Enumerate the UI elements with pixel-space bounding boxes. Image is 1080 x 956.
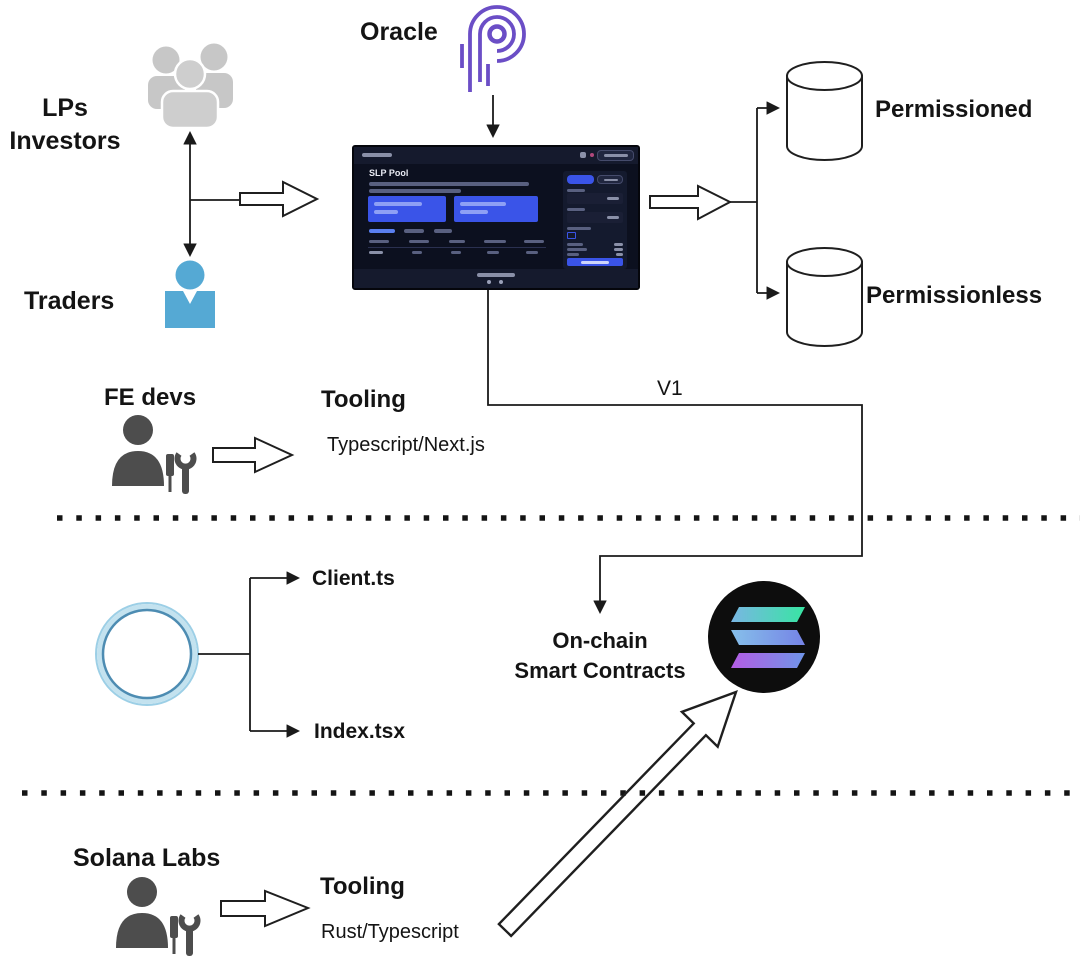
fe-devs-label: FE devs (104, 384, 197, 411)
stat-card-usd (368, 196, 446, 222)
block-arrow-labs-to-onchain (497, 690, 738, 938)
oracle-label: Oracle (360, 18, 438, 46)
footer-social-icon-2[interactable] (499, 280, 503, 284)
info-row-2-value (614, 248, 623, 251)
block-arrow-app-to-stores (649, 184, 733, 221)
table-col-1 (369, 240, 389, 243)
leverage-value-box[interactable] (567, 232, 576, 239)
stat-card-sol (454, 196, 538, 222)
trade-tab-sell[interactable] (597, 175, 623, 184)
info-row-1-value (614, 243, 623, 246)
token-symbol-1 (607, 197, 619, 200)
trader-person-icon (165, 260, 215, 328)
fe-tooling-stack: Typescript/Next.js (327, 434, 485, 456)
tab-2[interactable] (404, 229, 424, 233)
traders-label: Traders (24, 287, 115, 315)
amount-label-1 (567, 189, 585, 192)
tab-active[interactable] (369, 229, 395, 233)
block-arrow-fedevs-to-tooling (212, 436, 295, 474)
token-symbol-2 (607, 216, 619, 219)
ring-icon (95, 602, 199, 706)
labs-tooling-stack: Rust/Typescript (321, 921, 459, 943)
connect-wallet-button[interactable] (597, 150, 634, 161)
fe-tooling-title: Tooling (321, 386, 406, 413)
footer-social-icon-1[interactable] (487, 280, 491, 284)
footer-brand-text (477, 273, 515, 277)
pool-balance-text (369, 189, 461, 193)
connector-v1-app-to-onchain (487, 290, 863, 615)
info-row-3-label (567, 253, 579, 256)
trade-panel (563, 171, 627, 269)
pyth-oracle-icon (460, 5, 526, 92)
permissionless-label: Permissionless (866, 282, 1043, 309)
lps-investors-label: LPs Investors (9, 94, 121, 155)
info-row-3-value (616, 253, 623, 256)
amount-input-1[interactable] (567, 193, 623, 204)
client-ts-label: Client.ts (312, 567, 395, 590)
index-tsx-label: Index.tsx (314, 720, 406, 743)
trade-tab-buy[interactable] (567, 175, 594, 184)
info-row-1-label (567, 243, 583, 246)
leverage-label (567, 227, 591, 230)
solana-logo-icon (708, 581, 820, 693)
solana-labs-label: Solana Labs (73, 844, 221, 872)
network-dot-icon (590, 153, 594, 157)
developer-tools-icon-fe (112, 415, 194, 494)
permissioned-label: Permissioned (875, 96, 1033, 123)
connector-sdk-branch (198, 578, 251, 731)
table-cell-3 (451, 251, 461, 254)
block-arrow-users-to-app (239, 180, 320, 218)
dapp-footer-bar (354, 269, 638, 288)
dapp-header-bar (354, 147, 638, 164)
table-cell-2 (412, 251, 422, 254)
dapp-logo (362, 153, 392, 157)
table-divider (368, 247, 546, 248)
table-col-2 (409, 240, 429, 243)
submit-trade-button[interactable] (567, 258, 623, 266)
pool-title: SLP Pool (369, 168, 409, 178)
tab-3[interactable] (434, 229, 452, 233)
database-cylinder-permissioned (786, 61, 863, 161)
v1-label: V1 (657, 377, 683, 400)
settings-icon[interactable] (580, 152, 586, 158)
labs-tooling-title: Tooling (320, 873, 405, 900)
connector-store-branch (730, 108, 758, 293)
amount-input-2[interactable] (567, 212, 623, 223)
developer-tools-icon-labs (116, 877, 198, 956)
block-arrow-labs-to-tooling (220, 889, 311, 928)
table-cell-1 (369, 251, 383, 254)
table-col-5 (524, 240, 544, 243)
table-col-4 (484, 240, 506, 243)
users-group-icon (148, 43, 233, 130)
table-col-3 (449, 240, 465, 243)
amount-label-2 (567, 208, 585, 211)
info-row-2-label (567, 248, 587, 251)
pool-address-text (369, 182, 529, 186)
table-cell-4 (487, 251, 499, 254)
dapp-dashboard-screen: SLP Pool (352, 145, 640, 290)
onchain-label: On-chain Smart Contracts (514, 628, 686, 683)
table-cell-5 (526, 251, 538, 254)
database-cylinder-permissionless (786, 247, 863, 347)
